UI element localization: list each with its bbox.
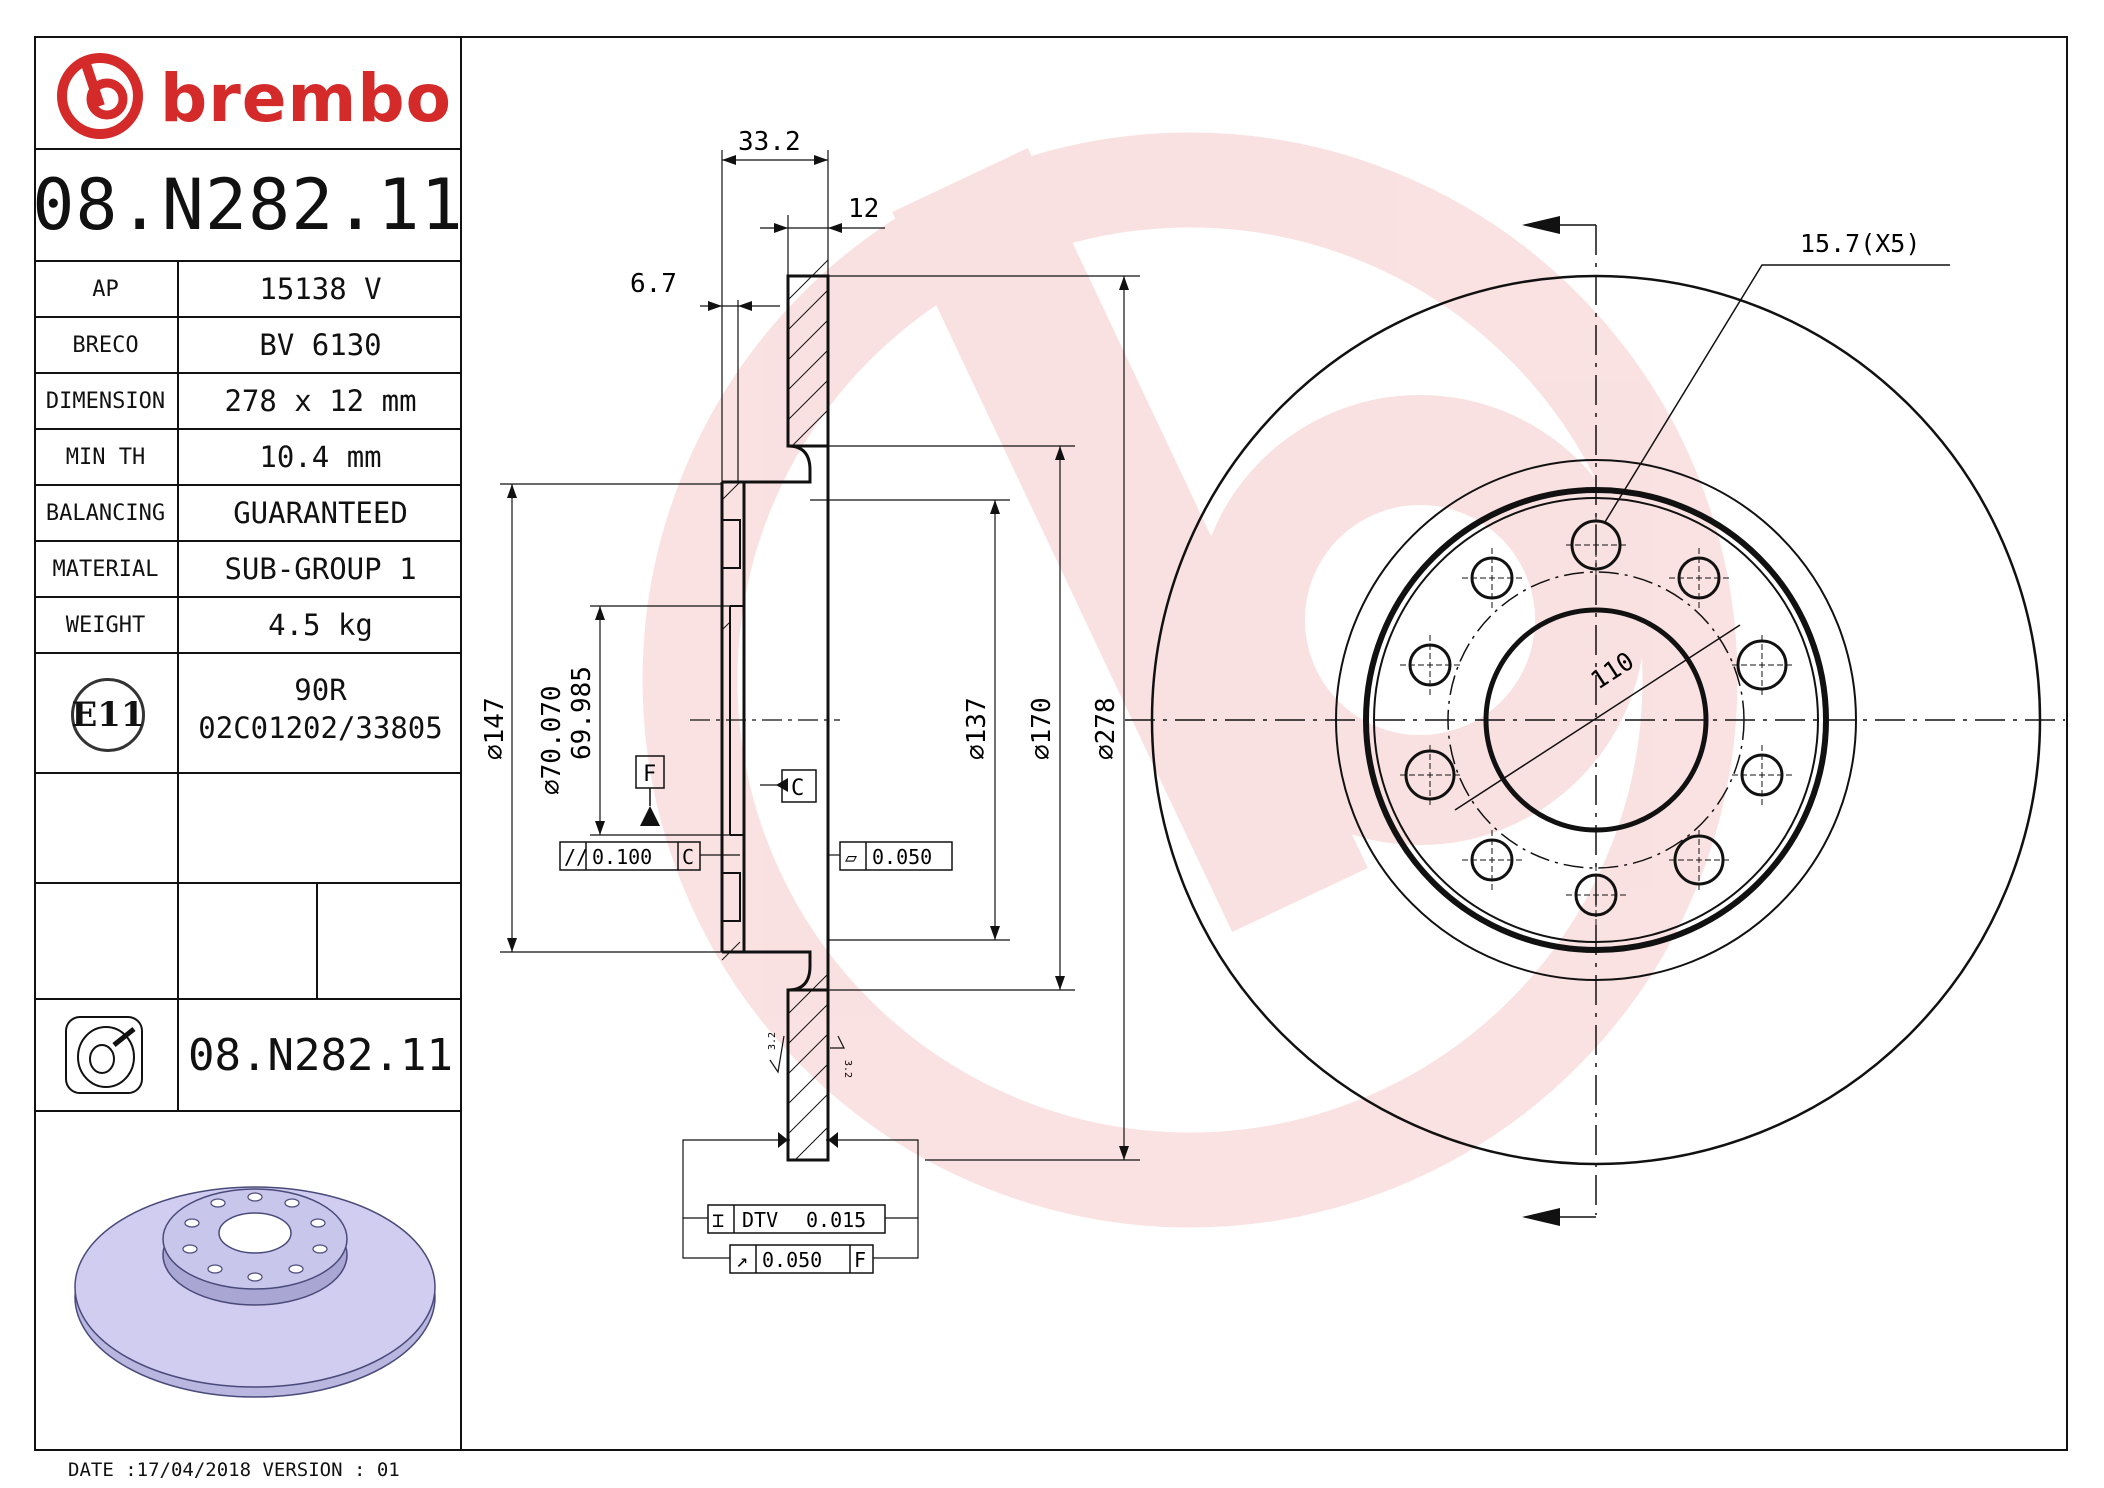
dim-diameter-147: ⌀147	[480, 697, 510, 760]
flatness-symbol-icon: ▱	[845, 845, 857, 869]
section-arrow-top	[1522, 216, 1560, 234]
datum-f: F	[643, 762, 656, 787]
parallel-datum: C	[682, 845, 694, 869]
footer-date-version: DATE :17/04/2018 VERSION : 01	[68, 1459, 400, 1481]
drawing-frame	[34, 36, 2068, 1451]
dtv-symbol-icon: ⌶	[712, 1208, 724, 1232]
spec-label-material: MATERIAL	[52, 556, 159, 582]
spec-value-dimension: 278 x 12 mm	[224, 384, 417, 418]
dimension-arrowheads	[507, 155, 1129, 1160]
flatness-value: 0.050	[872, 845, 932, 869]
disc-cross-section	[500, 150, 1140, 1259]
dim-bore-min: 69.985	[567, 666, 597, 760]
brand-name: brembo	[160, 60, 452, 137]
datum-c: C	[791, 776, 804, 801]
spec-value-balancing: GUARANTEED	[233, 496, 408, 530]
dim-bore-max: ⌀70.070	[537, 685, 567, 795]
dim-total-height: 33.2	[738, 127, 801, 157]
disc-front-view	[1125, 224, 2065, 1218]
part-number: 08.N282.11	[32, 164, 464, 246]
approval-mark-badge: E11	[71, 678, 145, 752]
approval-line-1: 90R	[294, 673, 347, 707]
pcd-dimension-line	[1454, 624, 1741, 811]
spec-value-ap: 15138 V	[259, 272, 382, 306]
dim-thickness: 12	[848, 194, 879, 224]
dim-bolt-hole: 15.7(X5)	[1800, 229, 1920, 258]
runout-value: 0.050	[762, 1248, 822, 1272]
bolt-hole-leader	[1604, 264, 1950, 523]
approval-mark: E11	[71, 695, 145, 735]
spec-label-balancing: BALANCING	[45, 500, 166, 526]
spec-value-weight: 4.5 kg	[268, 608, 373, 642]
spec-value-min-th: 10.4 mm	[259, 440, 382, 474]
runout-datum: F	[854, 1248, 866, 1272]
spec-value-breco: BV 6130	[259, 328, 382, 362]
runout-symbol-icon: ↗	[736, 1248, 748, 1272]
spec-value-material: SUB-GROUP 1	[224, 552, 417, 586]
spec-label-min-th: MIN TH	[65, 444, 146, 470]
section-arrow-bottom	[1522, 1208, 1560, 1226]
parallel-value: 0.100	[592, 845, 652, 869]
spec-label-ap: AP	[92, 276, 119, 302]
dim-diameter-278: ⌀278	[1091, 697, 1121, 760]
dim-hat-offset: 6.7	[630, 269, 677, 299]
roughness-left: 3.2	[767, 1032, 778, 1050]
disc-thumbnail-icon	[65, 1016, 143, 1094]
dtv-label: DTV	[742, 1208, 778, 1232]
approval-line-2: 02C01202/33805	[198, 711, 443, 745]
spec-label-weight: WEIGHT	[65, 612, 146, 638]
spec-label-breco: BRECO	[72, 332, 139, 358]
dim-diameter-137: ⌀137	[962, 697, 992, 760]
dtv-value: 0.015	[806, 1208, 866, 1232]
part-number-secondary: 08.N282.11	[188, 1029, 453, 1081]
dim-diameter-170: ⌀170	[1027, 697, 1057, 760]
disc-3d-render	[74, 1186, 436, 1398]
title-block: AP 15138 V BRECO BV 6130 DIMENSION 278 x…	[34, 36, 462, 1451]
spec-label-dimension: DIMENSION	[45, 388, 166, 414]
brembo-logo-icon	[57, 53, 143, 139]
brembo-watermark	[642, 132, 1738, 1228]
roughness-right: 3.2	[842, 1060, 853, 1078]
parallel-symbol-icon: //	[564, 845, 588, 869]
